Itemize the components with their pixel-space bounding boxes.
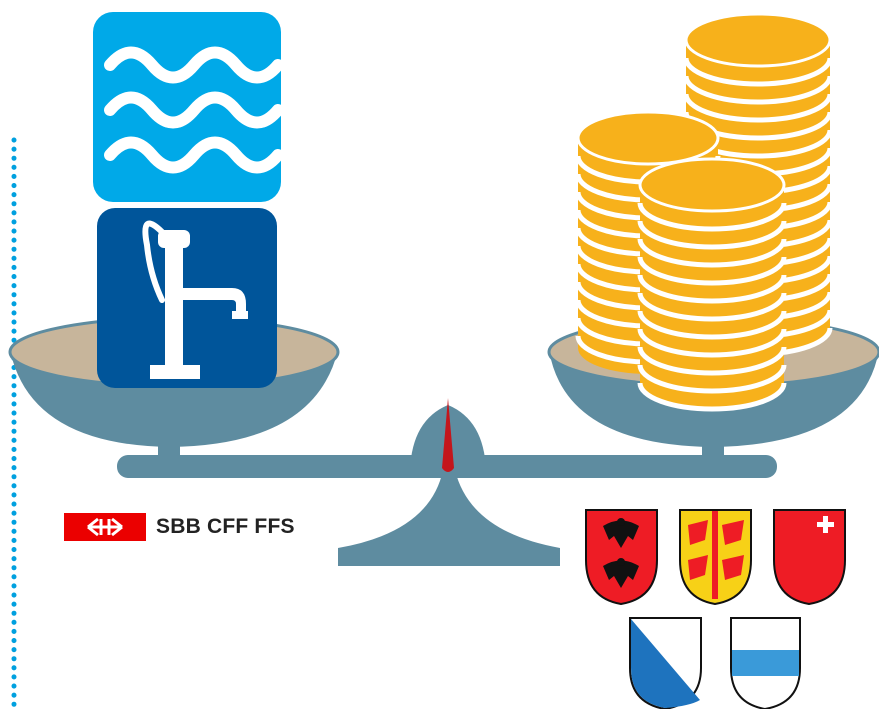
coat-of-arms-zurich xyxy=(629,617,702,709)
coin-stack-front xyxy=(637,157,787,412)
coat-of-arms-zug xyxy=(730,617,801,709)
water-waves-icon xyxy=(93,12,284,202)
coat-of-arms-schwyz xyxy=(773,509,846,606)
coin-stacks-icon xyxy=(575,12,833,412)
coat-of-arms-uri xyxy=(585,509,658,606)
scale-base xyxy=(338,470,560,566)
coat-of-arms-glarus xyxy=(679,509,752,606)
sbb-logo-text: SBB CFF FFS xyxy=(156,515,295,538)
sbb-logo: SBB CFF FFS xyxy=(64,513,295,541)
hand-pump-icon xyxy=(97,208,277,388)
sbb-arrows-icon xyxy=(64,513,146,541)
scale-needle xyxy=(442,398,454,472)
